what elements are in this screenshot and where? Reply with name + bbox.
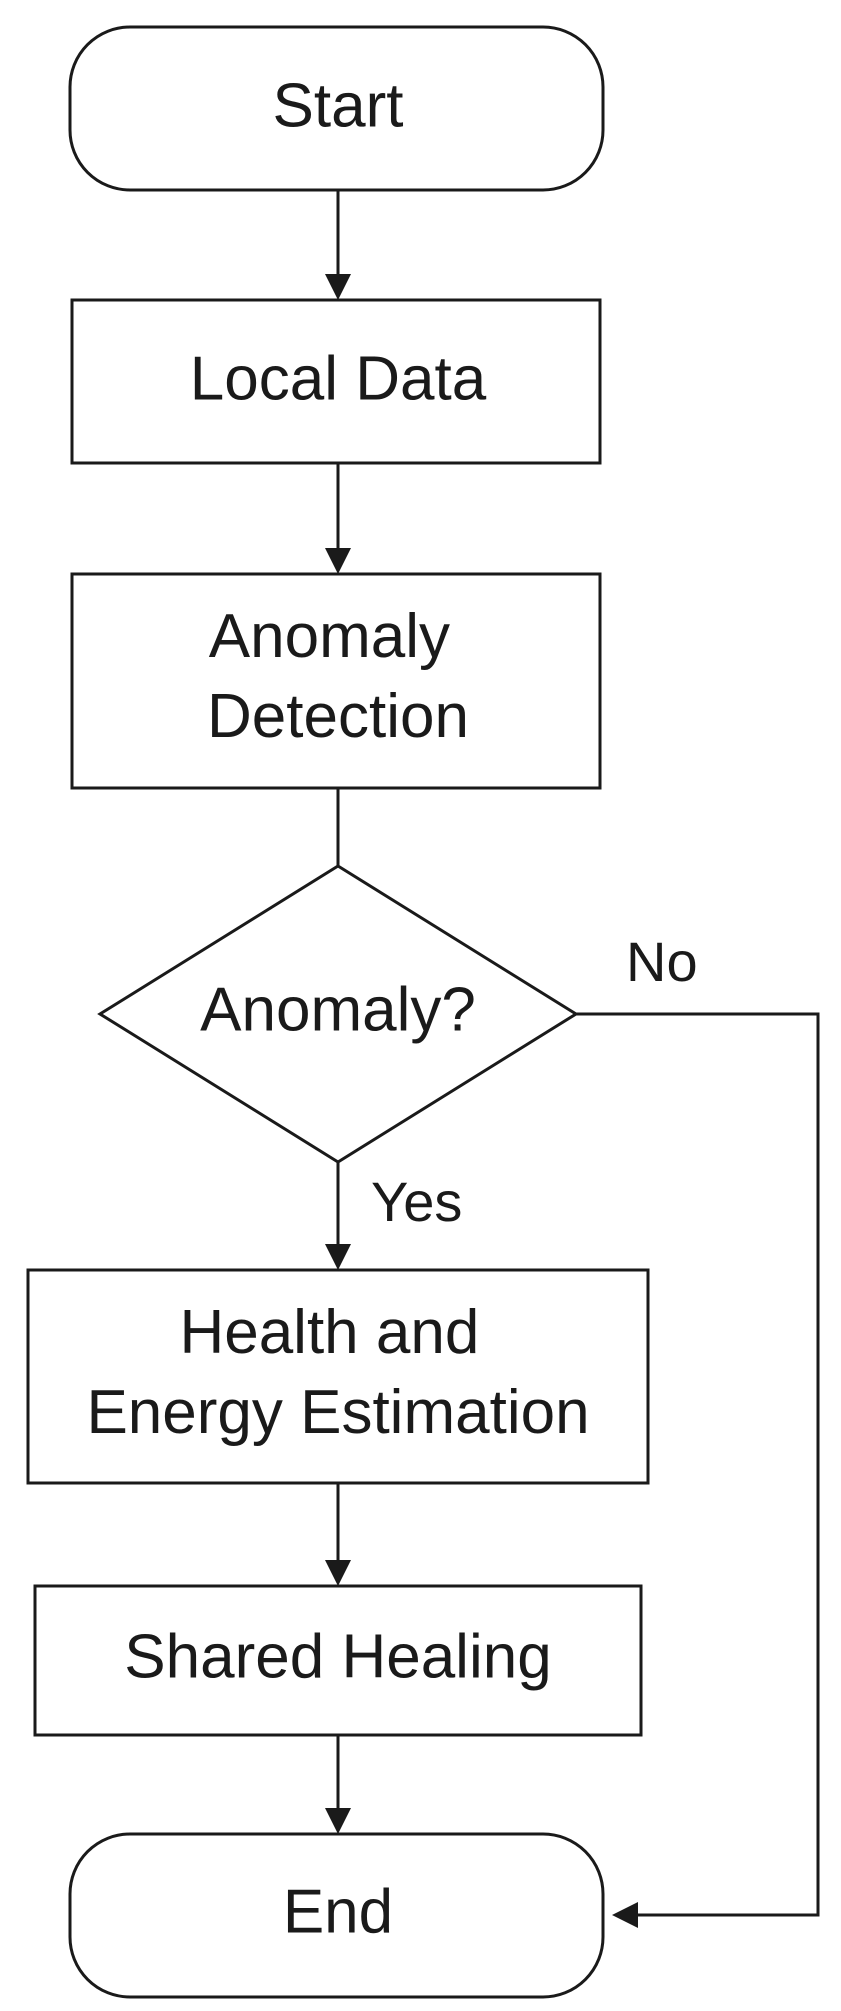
arrowhead-end-no (612, 1902, 638, 1928)
health-energy-line-1: Health and (179, 1298, 479, 1367)
arrowhead-shared-healing (325, 1560, 351, 1586)
start-label: Start (273, 71, 404, 140)
health-energy-node (26, 1268, 650, 1485)
anomaly-detection-node (70, 572, 602, 790)
anomaly-detection-line-2: Detection (207, 682, 469, 751)
arrowhead-end (325, 1808, 351, 1834)
start-node (68, 25, 605, 192)
anomaly-detection-line-1: Anomaly (209, 602, 450, 671)
end-label: End (283, 1877, 393, 1946)
end-node (68, 1832, 605, 1999)
arrowhead-local-data (325, 274, 351, 300)
edge-decision-to-end-no (576, 1012, 820, 1917)
shared-healing-node (33, 1584, 643, 1737)
no-branch-label: No (626, 930, 698, 993)
anomaly-decision-node (97, 864, 579, 1164)
anomaly-detection-label: Anomaly Detection (207, 602, 469, 751)
local-data-node (70, 298, 602, 465)
local-data-label: Local Data (190, 344, 487, 413)
yes-branch-label: Yes (371, 1170, 462, 1233)
anomaly-decision-label: Anomaly? (200, 975, 476, 1044)
arrowhead-detection (325, 548, 351, 574)
arrowhead-health (325, 1244, 351, 1270)
shared-healing-label: Shared Healing (124, 1622, 551, 1691)
health-energy-line-2: Energy Estimation (86, 1378, 589, 1447)
health-energy-label: Health and Energy Estimation (86, 1298, 589, 1447)
